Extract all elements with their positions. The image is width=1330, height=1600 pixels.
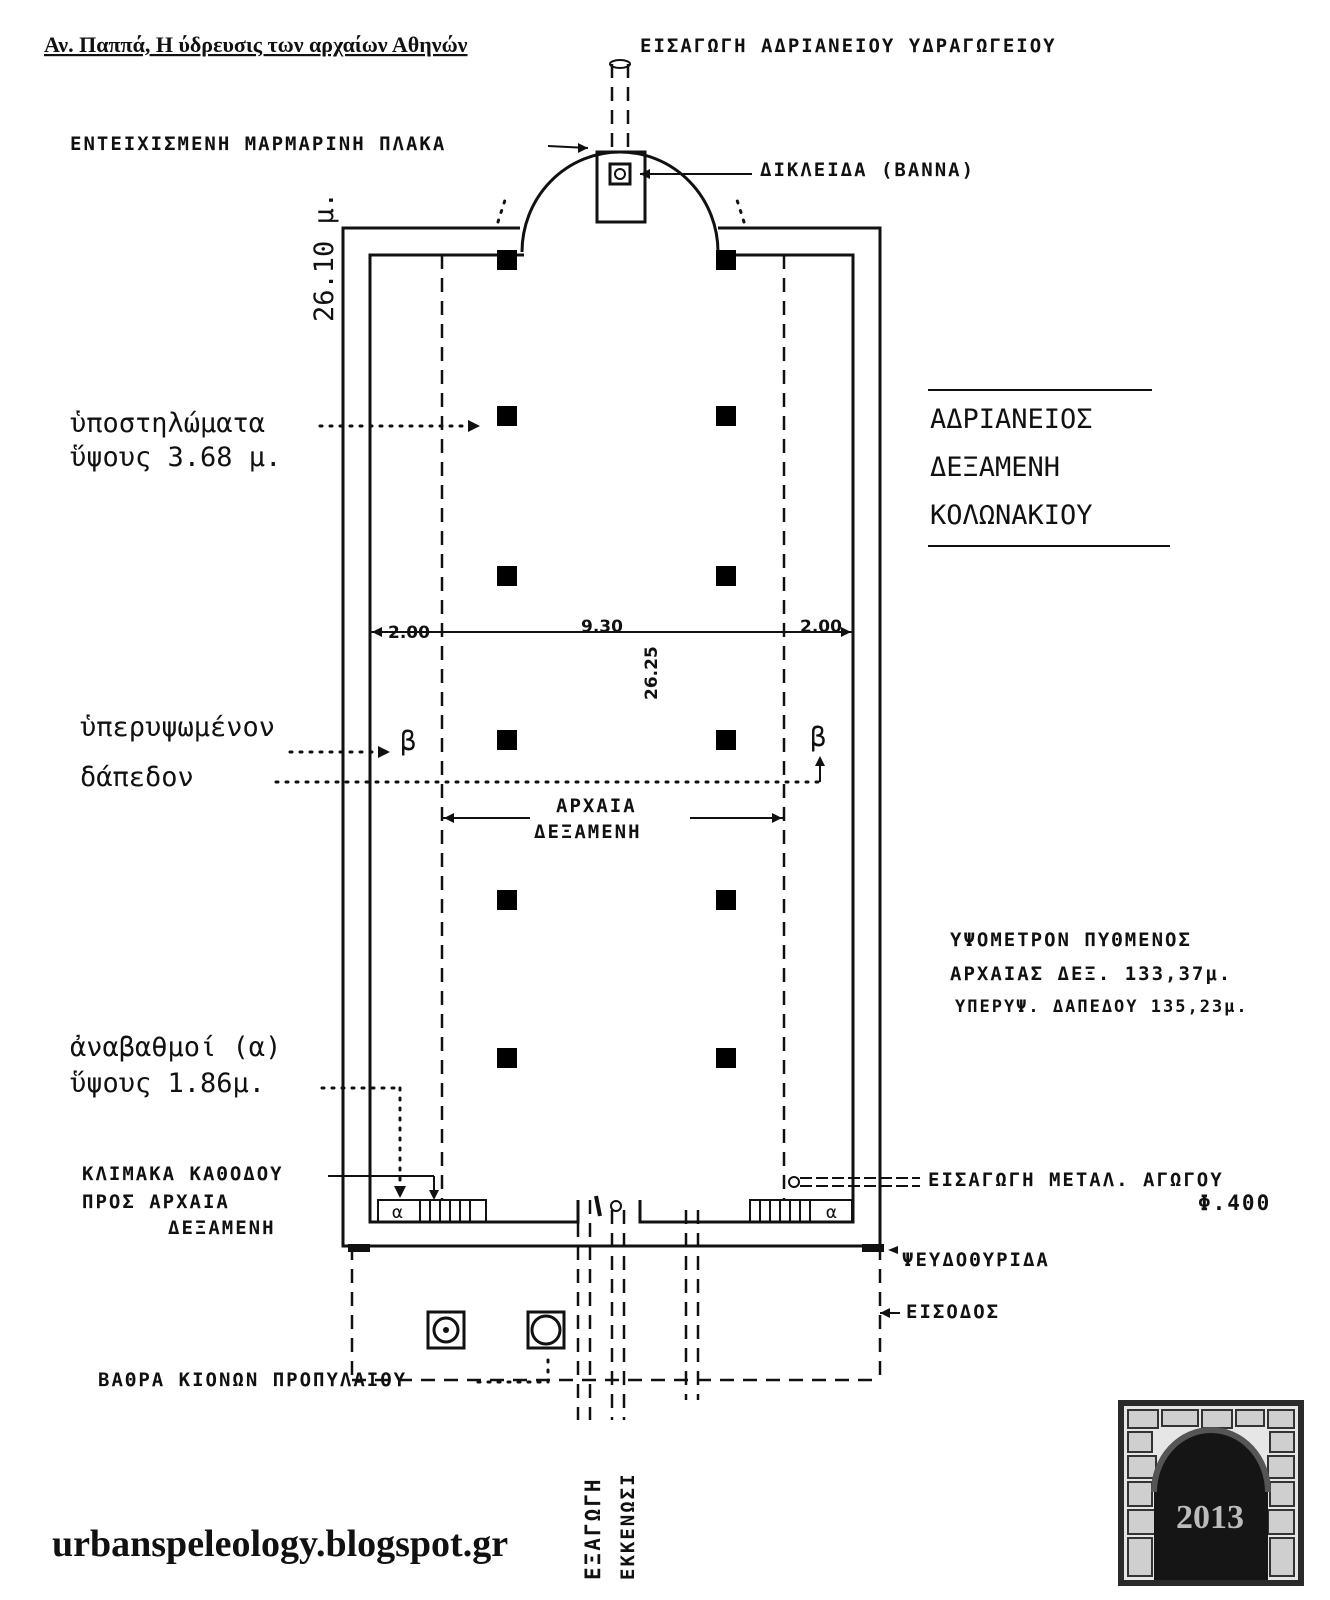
outlet-pipes (576, 1195, 700, 1420)
dim-middle: 9.30 (581, 617, 623, 637)
pillar (716, 406, 736, 426)
beta-mark-right: β (810, 722, 826, 753)
pillars-label-2: ὕψους 3.68 μ. (70, 442, 281, 473)
outer-wall (341, 226, 882, 1248)
pillar (497, 406, 517, 426)
ancient-tank-label-2: ΔΕΞΑΜΕΝΗ (534, 821, 642, 843)
bottom-level-line-3: ΥΠΕΡΥΨ. ΔΑΠΕΔΟΥ 135,23μ. (955, 997, 1249, 1017)
dim-side-right: 2.00 (800, 617, 842, 637)
raised-floor-label-2: δάπεδον (80, 762, 194, 793)
alpha-mark-left: α (392, 1202, 403, 1223)
alpha-mark-right: α (826, 1202, 837, 1223)
title-line-1: ΑΔΡΙΑΝΕΙΟΣ (930, 404, 1093, 435)
ancient-tank-label-1: ΑΡΧΑΙΑ (556, 795, 637, 817)
column-bases-label: ΒΑΘΡΑ ΚΙΟΝΩΝ ΠΡΟΠΥΛΑΙΟΥ (98, 1369, 407, 1391)
pillar (716, 566, 736, 586)
pillar (497, 566, 517, 586)
length-dimension: 26.10 μ. (309, 192, 340, 322)
metal-pipe-label-2: Φ.400 (1198, 1191, 1271, 1215)
sluice-gate (608, 162, 632, 186)
beta-mark-left: β (400, 726, 416, 757)
raised-floor-label-1: ὑπερυψωμένον (80, 712, 275, 743)
entrance-label: ΕΙΣΟΔΟΣ (906, 1301, 1000, 1323)
website-url: urbanspeleology.blogspot.gr (52, 1523, 508, 1565)
stairs-label-1: ΚΛΙΜΑΚΑ ΚΑΘΟΔΟΥ (82, 1163, 284, 1185)
steps-label-2: ὕψους 1.86μ. (70, 1068, 265, 1099)
pillar (497, 890, 517, 910)
stairs-label-2: ΠΡΟΣ ΑΡΧΑΙΑ (82, 1191, 230, 1213)
stairs-left: α (377, 1199, 487, 1223)
pillars (497, 250, 736, 1068)
inlet-top-label: ΕΙΣΑΓΩΓΗ ΑΔΡΙΑΝΕΙΟΥ ΥΔΡΑΓΩΓΕΙΟΥ (640, 35, 1057, 57)
column-base-right (526, 1310, 566, 1350)
stairs-label-3: ΔΕΞΑΜΕΝΗ (168, 1217, 276, 1239)
bottom-level-line-2: ΑΡΧΑΙΑΣ ΔΕΞ. 133,37μ. (950, 963, 1232, 985)
steps-label-1: ἀναβαθμοί (α) (70, 1032, 281, 1063)
false-door-label: ΨΕΥΔΟΘΥΡΙΔΑ (902, 1249, 1050, 1271)
pillar (716, 1048, 736, 1068)
column-base-left (426, 1310, 466, 1350)
dim-inner-length: 26.25 (642, 646, 662, 700)
sluice-label: ΔΙΚΛΕΙΔΑ (ΒΑΝΝΑ) (760, 159, 975, 181)
bottom-level-line-1: ΥΨΟΜΕΤΡΟΝ ΠΥΘΜΕΝΟΣ (950, 929, 1192, 951)
outlet-label: ΕΞΑΓΩΓΗ (581, 1477, 605, 1580)
source-title: Αν. Παππά, Η ύδρευσις των αρχαίων Αθηνών (44, 32, 468, 57)
stairs-right: α (749, 1199, 853, 1223)
inner-wall (368, 253, 855, 1224)
pillar (716, 730, 736, 750)
title-line-2: ΔΕΞΑΜΕΝΗ (930, 452, 1060, 483)
pillar (716, 890, 736, 910)
apse-wall (520, 150, 720, 253)
pillars-label-1: ὑποστηλώματα (70, 408, 265, 439)
inlet-channel (609, 59, 631, 150)
title-line-3: ΚΟΛΩΝΑΚΙΟΥ (930, 500, 1093, 531)
dim-side-left: 2.00 (388, 623, 430, 643)
marble-slab-label: ΕΝΤΕΙΧΙΣΜΕΝΗ ΜΑΡΜΑΡΙΝΗ ΠΛΑΚΑ (70, 133, 446, 155)
pillar (497, 1048, 517, 1068)
drain-label: ΕΚΚΕΝΩΣΙ (617, 1472, 639, 1580)
logo-stone-arch: 2013 (1118, 1400, 1304, 1586)
logo-year: 2013 (1176, 1499, 1244, 1536)
pillar (497, 250, 517, 270)
metal-pipe-label-1: ΕΙΣΑΓΩΓΗ ΜΕΤΑΛ. ΑΓΩΓΟΥ (928, 1169, 1224, 1191)
pillar (716, 250, 736, 270)
sluice-chamber (595, 150, 647, 224)
propylaea-area (348, 1244, 884, 1382)
pillar (497, 730, 517, 750)
